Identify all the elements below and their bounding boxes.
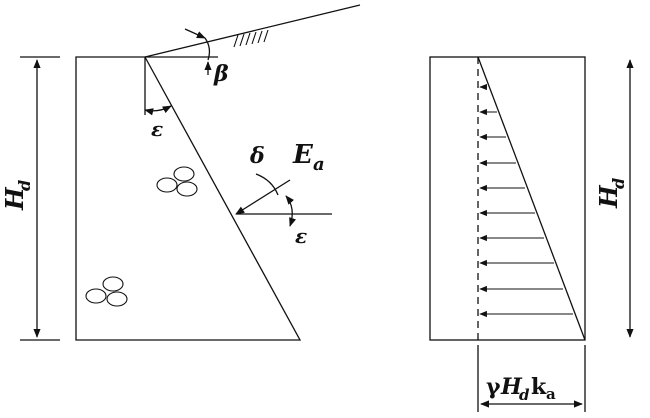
hd-left-sub: d [15,180,34,191]
pressure-d: d [519,386,530,404]
beta-tick [184,28,206,39]
pressure-frame [429,56,586,341]
epsilon-bottom-arc [285,195,297,227]
wall-section [20,4,361,341]
stone-cluster-lower [85,276,128,307]
beta-label: β [213,61,229,87]
beta-angle-arc [204,37,211,61]
pressure-h: H [500,374,523,400]
delta-label: δ [249,143,265,169]
delta-arc [255,173,279,196]
epsilon-bottom-label: ε [295,224,307,248]
pressure-diagram [429,56,634,412]
wall-outline [75,56,302,341]
stone-cluster-upper [156,166,198,197]
hd-left-main: H [0,186,29,211]
hd-left-label: H d [0,180,34,211]
ea-arrow [235,179,291,215]
pressure-hypotenuse [477,56,586,341]
hd-right-label: H d [594,178,628,209]
pressure-k: k [531,374,547,400]
labels: β ε δ E a ε H d H d γ H d k a [0,61,628,404]
pressure-a: a [546,385,556,403]
epsilon-top-arc [144,105,172,116]
hd-right-main: H [594,184,623,209]
pressure-base-label: γ H d k a [486,374,556,404]
pressure-arrows [479,83,573,318]
ea-label-main: E [292,140,314,170]
soil-hatch [233,29,269,48]
ea-label-sub: a [313,154,325,175]
epsilon-top-label: ε [151,117,163,141]
hd-right-sub: d [609,178,628,189]
pressure-gamma: γ [486,374,501,400]
backfill-slope [144,4,361,58]
